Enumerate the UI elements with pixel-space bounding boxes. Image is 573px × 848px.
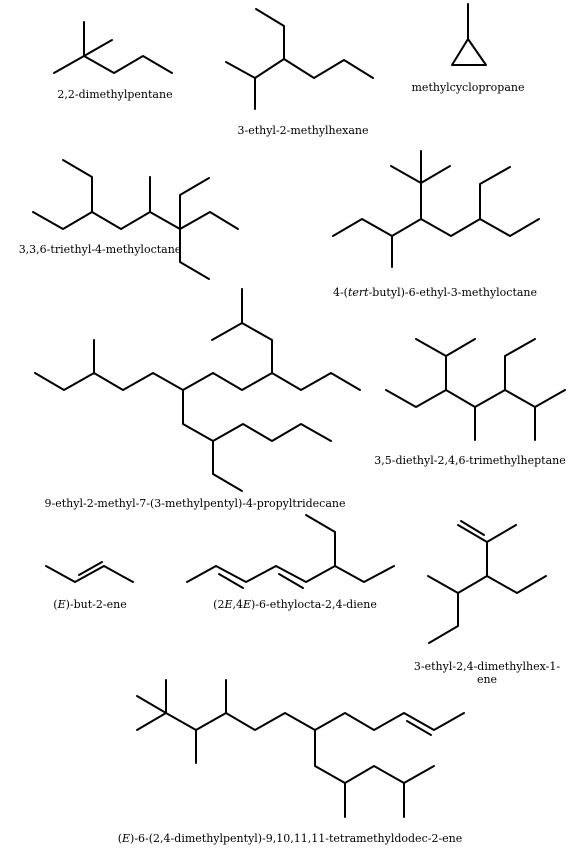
- structure-3-5-diethyl-2-4-6-trimethylheptane: [385, 338, 566, 441]
- structure-2-2-dimethylpentane: [53, 21, 173, 74]
- structure-3-ethyl-2-methylhexane: [225, 8, 374, 110]
- e-descriptor: E: [57, 598, 66, 611]
- structure-4-tert-butyl-6-ethyl-3-methyloctane: [332, 150, 540, 268]
- compound-name-9-ethyl-2-methyl-7-3-methylpentyl-4-propyltridecane: 9-ethyl-2-methyl-7-(3-methylpentyl)-4-pr…: [44, 497, 346, 510]
- structure-9-ethyl-2-methyl-7-3-methylpentyl-4-propyltridecane: [34, 288, 361, 492]
- compound-name-3-ethyl-2-methylhexane: 3-ethyl-2-methylhexane: [237, 124, 369, 137]
- compound-name-e-but-2-ene: (E)-but-2-ene: [53, 598, 127, 611]
- e-descriptor: E: [242, 598, 252, 611]
- tert-prefix: tert: [347, 286, 369, 299]
- compound-name-3-5-diethyl-2-4-6-trimethylheptane: 3,5-diethyl-2,4,6-trimethylheptane: [374, 454, 566, 467]
- compound-name-4-tert-butyl-6-ethyl-3-methyloctane: 4-(tert-butyl)-6-ethyl-3-methyloctane: [332, 286, 538, 299]
- e-descriptor: E: [122, 832, 131, 845]
- compound-name-2-2-dimethylpentane: 2,2-dimethylpentane: [57, 88, 173, 101]
- structure-methylcyclopropane: [451, 3, 487, 66]
- compound-name-methylcyclopropane: methylcyclopropane: [411, 81, 525, 94]
- structure-e-but-2-ene: [45, 561, 134, 583]
- structure-2e-4e-6-ethylocta-2-4-diene: [186, 514, 395, 589]
- structure-3-ethyl-2-4-dimethylhex-1-ene: [427, 520, 547, 644]
- compound-name-e-6-2-4-dimethylpentyl-9-10-11-11-tetramethyldodec-2-ene: (E)-6-(2,4-dimethylpentyl)-9,10,11,11-te…: [117, 832, 463, 845]
- compound-name-2e-4e-6-ethylocta-2-4-diene: (2E,4E)-6-ethylocta-2,4-diene: [213, 598, 377, 611]
- compound-name-3-3-6-triethyl-4-methyloctane: 3,3,6-triethyl-4-methyloctane: [18, 243, 182, 256]
- compound-name-3-ethyl-2-4-dimethylhex-1-ene: 3-ethyl-2,4-dimethylhex-1-ene: [413, 660, 561, 686]
- structure-3-3-6-triethyl-4-methyloctane: [32, 159, 239, 280]
- e-descriptor: E: [224, 598, 233, 611]
- structure-e-6-2-4-dimethylpentyl-9-10-11-11-tetramethyldodec-2-ene: [136, 679, 465, 818]
